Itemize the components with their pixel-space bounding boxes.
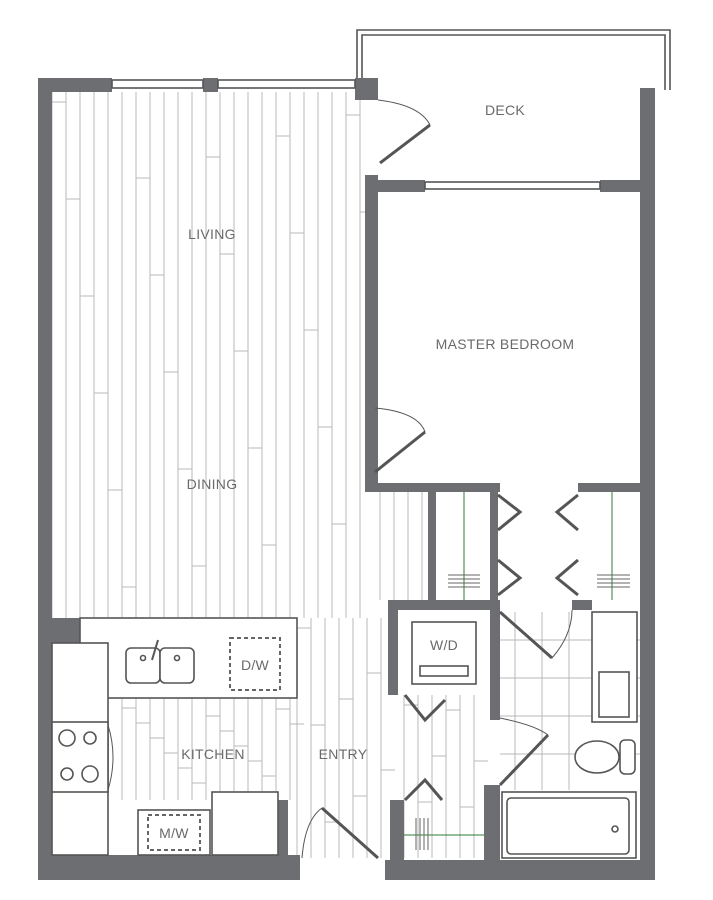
- refrigerator: [211, 791, 279, 856]
- room-label-living: LIVING: [188, 226, 236, 242]
- closet-bifold-doors[interactable]: [403, 493, 579, 802]
- microwave-cabinet: [137, 809, 211, 856]
- windows: [111, 79, 601, 190]
- sink-basin: [598, 671, 630, 718]
- bedroom-door[interactable]: [374, 407, 426, 474]
- closet-rods: [404, 492, 630, 850]
- sink-icon: [125, 639, 195, 684]
- room-label-dining: DINING: [187, 476, 238, 492]
- stove-icon: [51, 721, 114, 793]
- washer-dryer-door: [419, 665, 469, 677]
- microwave: [147, 814, 201, 851]
- microwave-label: M/W: [159, 825, 189, 841]
- entry-door[interactable]: [301, 806, 379, 860]
- room-label-kitchen: KITCHEN: [181, 746, 245, 762]
- room-label-master-bedroom: MASTER BEDROOM: [436, 336, 575, 352]
- washer-dryer-label: W/D: [430, 637, 458, 653]
- living-floor-planks: [51, 92, 374, 618]
- dishwasher-label: D/W: [241, 657, 270, 673]
- room-label-entry: ENTRY: [319, 746, 368, 762]
- room-label-deck: DECK: [485, 102, 525, 118]
- walls: [38, 78, 655, 880]
- bathtub-icon: [501, 791, 637, 859]
- dishwasher: [229, 637, 281, 691]
- toilet-icon: [574, 739, 636, 775]
- deck-railing: [356, 29, 671, 90]
- bath-door[interactable]: [498, 609, 573, 787]
- kitchen-floor-planks: [121, 618, 395, 858]
- deck-door[interactable]: [377, 99, 431, 165]
- hall-floor-planks: [379, 492, 488, 858]
